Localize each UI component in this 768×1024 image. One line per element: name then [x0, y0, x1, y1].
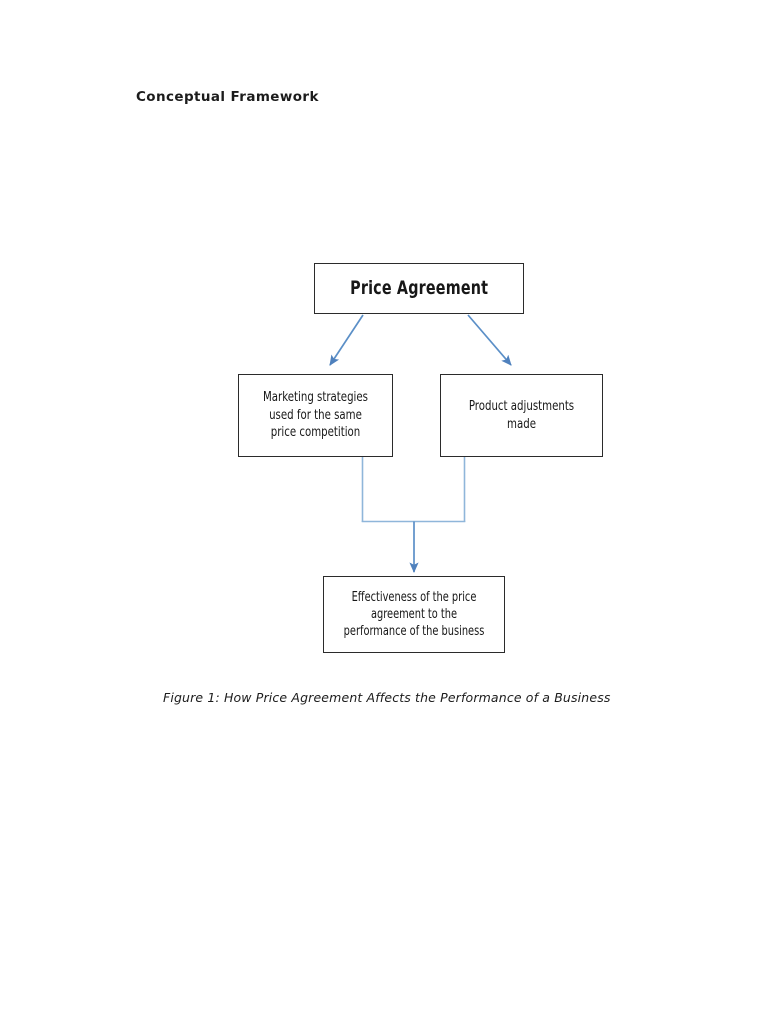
edge-root-to-right-branch	[467, 314, 512, 366]
node-price-agreement-label: Price Agreement	[349, 276, 489, 299]
node-marketing-strategies-label: Marketing strategies used for the same p…	[263, 388, 368, 441]
node-product-adjustments: Product adjustments made	[440, 374, 603, 457]
node-price-agreement: Price Agreement	[314, 263, 524, 314]
page-title: Conceptual Framework	[136, 89, 319, 105]
node-effectiveness-outcome-label: Effectiveness of the price agreement to …	[343, 589, 485, 640]
figure-caption: Figure 1: How Price Agreement Affects th…	[163, 690, 611, 705]
node-effectiveness-outcome: Effectiveness of the price agreement to …	[323, 576, 505, 653]
edge-root-to-left-branch	[329, 314, 364, 366]
node-marketing-strategies: Marketing strategies used for the same p…	[238, 374, 393, 457]
node-product-adjustments-label: Product adjustments made	[468, 397, 575, 432]
